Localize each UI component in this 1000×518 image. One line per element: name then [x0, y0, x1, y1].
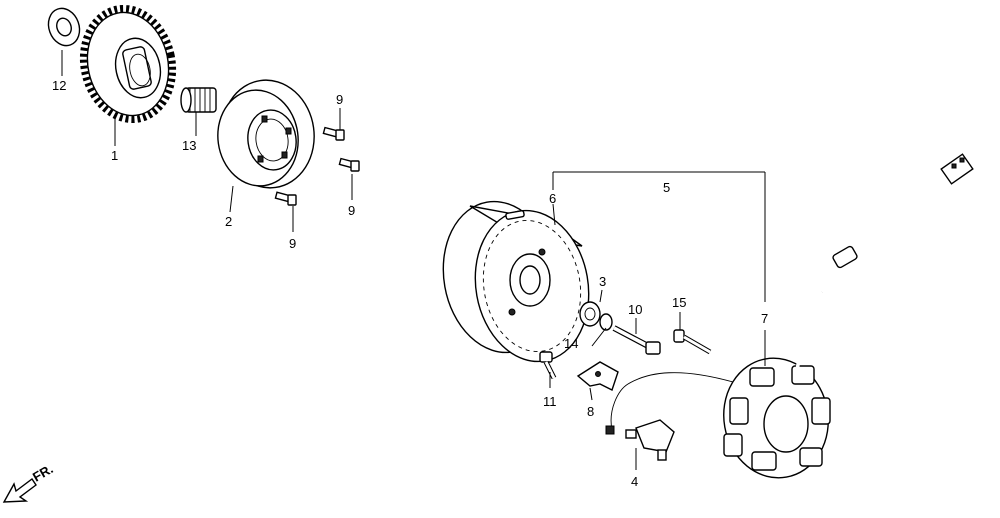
callout-3: 3 — [599, 274, 606, 289]
bolt-part-11 — [539, 351, 557, 380]
callout-10: 10 — [628, 302, 642, 317]
bolt-part-9-middle — [338, 157, 360, 172]
o-ring-part-14 — [599, 313, 613, 331]
bolt-part-9-upper — [322, 126, 345, 141]
callout-7: 7 — [761, 311, 768, 326]
callout-15: 15 — [672, 295, 686, 310]
callout-11: 11 — [543, 394, 557, 409]
callout-labels: 12 1 13 2 9 9 9 6 5 7 3 10 15 14 11 8 4 — [52, 78, 768, 489]
bracket-part-8 — [576, 361, 619, 391]
callout-2: 2 — [225, 214, 232, 229]
front-direction-indicator: FR. — [2, 461, 56, 503]
needle-bearing-part-13 — [180, 87, 217, 113]
callout-12: 12 — [52, 78, 66, 93]
callout-9-middle: 9 — [348, 203, 355, 218]
callout-4: 4 — [631, 474, 638, 489]
pulse-generator-part-4 — [605, 372, 771, 461]
bolt-part-9-lower — [274, 191, 297, 206]
callout-6: 6 — [549, 191, 556, 206]
callout-9-lower: 9 — [289, 236, 296, 251]
arrow-down-left-icon — [2, 477, 37, 503]
callout-5: 5 — [663, 180, 670, 195]
bolt-part-10 — [612, 325, 661, 355]
callout-1: 1 — [111, 148, 118, 163]
collar-part-3 — [579, 301, 601, 327]
starter-driven-gear-part-1 — [79, 4, 177, 124]
callout-8: 8 — [587, 404, 594, 419]
leader-lines — [61, 50, 766, 470]
flywheel-part-6 — [442, 200, 590, 363]
callout-14: 14 — [564, 336, 578, 351]
callout-13: 13 — [182, 138, 196, 153]
bolt-part-15 — [673, 329, 712, 355]
washer-part-12 — [47, 7, 81, 47]
callout-9-upper: 9 — [336, 92, 343, 107]
starter-clutch-part-2 — [217, 79, 315, 189]
stator-part-7 — [723, 153, 974, 479]
